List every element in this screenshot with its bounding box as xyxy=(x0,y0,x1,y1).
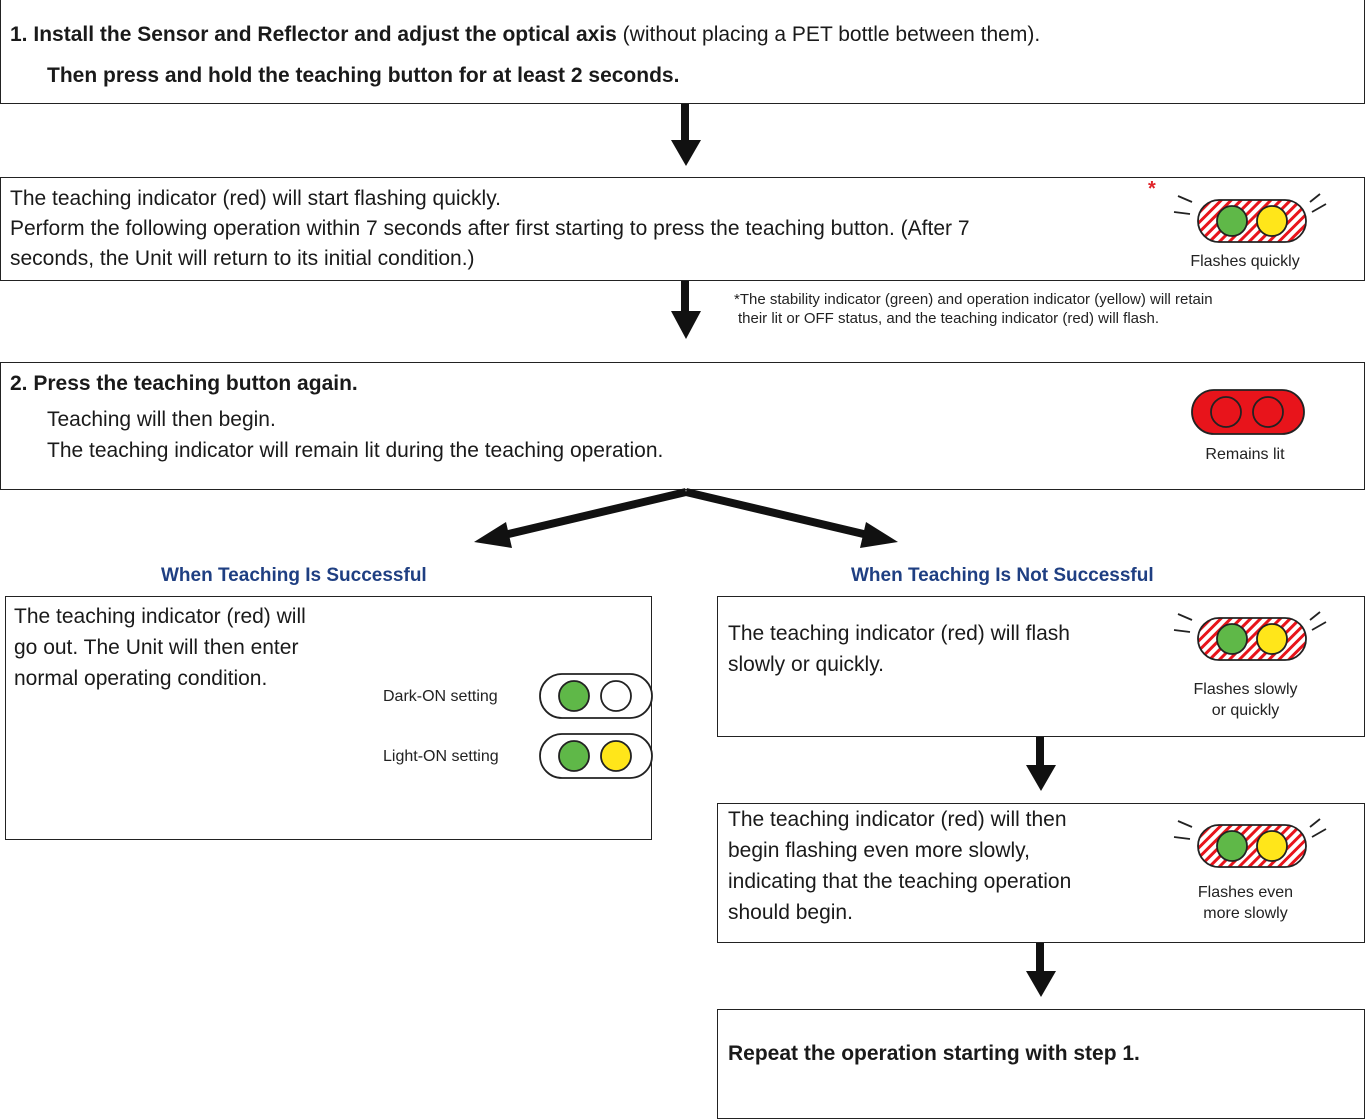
flash-quickly-caption: Flashes quickly xyxy=(1190,253,1300,270)
branch-right-shaft xyxy=(685,488,873,540)
slow-flash-line3: indicating that the teaching operation xyxy=(728,870,1072,893)
flash-box xyxy=(0,177,1365,281)
down-arrow-4 xyxy=(1026,943,1056,997)
down-arrow-2 xyxy=(671,281,701,339)
failure-heading: When Teaching Is Not Successful xyxy=(851,565,1154,586)
step2-number: 2. xyxy=(10,372,28,395)
repeat-box xyxy=(717,1009,1365,1119)
green-stability-indicator xyxy=(1216,205,1248,237)
flash-ray-left-upper xyxy=(1177,195,1193,203)
red-teaching-indicator-hatched xyxy=(1197,824,1307,868)
remains-lit-caption: Remains lit xyxy=(1205,446,1285,463)
green-stability-indicator xyxy=(558,680,590,712)
slow-flash-line4: should begin. xyxy=(728,901,853,924)
flash-line1: The teaching indicator (red) will start … xyxy=(10,187,501,210)
step1-bold-text: Install the Sensor and Reflector and adj… xyxy=(33,23,617,46)
red-lit-circle-left xyxy=(1210,396,1242,428)
down-arrow-3 xyxy=(1026,737,1056,791)
flash-ray-left-upper xyxy=(1177,820,1193,828)
red-lit-circle-right xyxy=(1252,396,1284,428)
flash-ray-right-upper xyxy=(1309,611,1321,621)
success-line2: go out. The Unit will then enter xyxy=(14,636,299,659)
yellow-operation-indicator xyxy=(1256,830,1288,862)
slow-flash-caption-line2: more slowly xyxy=(1203,905,1288,922)
failure-line1: The teaching indicator (red) will flash xyxy=(728,622,1070,645)
footnote-line1: *The stability indicator (green) and ope… xyxy=(734,291,1213,308)
step1-normal-text: (without placing a PET bottle between th… xyxy=(616,23,1041,46)
green-stability-indicator xyxy=(1216,623,1248,655)
red-teaching-indicator-hatched xyxy=(1197,199,1307,243)
step2-line3: The teaching indicator will remain lit d… xyxy=(47,439,664,462)
branch-left-head xyxy=(474,522,512,548)
down-arrow-1 xyxy=(671,104,701,166)
flash-line2: Perform the following operation within 7… xyxy=(10,217,970,240)
asterisk-mark: * xyxy=(1148,178,1156,200)
flash-ray-right-lower xyxy=(1311,203,1327,213)
indicator-housing xyxy=(539,673,653,719)
success-line1: The teaching indicator (red) will xyxy=(14,605,306,628)
success-heading: When Teaching Is Successful xyxy=(161,565,427,586)
indicator-remains-lit xyxy=(1191,389,1305,435)
flash-ray-right-lower xyxy=(1311,621,1327,631)
light-on-label: Light-ON setting xyxy=(383,748,499,765)
step1-line1: 1. Install the Sensor and Reflector and … xyxy=(10,18,1040,52)
footnote-line2: their lit or OFF status, and the teachin… xyxy=(738,310,1160,327)
step1-number: 1. xyxy=(10,23,28,46)
failure-line2: slowly or quickly. xyxy=(728,653,884,676)
indicator-dark-on xyxy=(539,673,653,719)
yellow-operation-indicator xyxy=(1256,623,1288,655)
green-stability-indicator xyxy=(558,740,590,772)
yellow-operation-indicator xyxy=(1256,205,1288,237)
success-box xyxy=(5,596,652,840)
indicator-light-on xyxy=(539,733,653,779)
indicator-flashing-even-more-slowly xyxy=(1173,818,1327,868)
dark-on-label: Dark-ON setting xyxy=(383,688,498,705)
indicator-flashing-quickly xyxy=(1173,193,1327,243)
failure-caption-line2: or quickly xyxy=(1211,702,1280,719)
slow-flash-caption-line1: Flashes even xyxy=(1197,884,1294,901)
red-teaching-indicator-lit xyxy=(1191,389,1305,435)
success-line3: normal operating condition. xyxy=(14,667,268,690)
yellow-operation-indicator xyxy=(600,740,632,772)
repeat-text: Repeat the operation starting with step … xyxy=(728,1042,1140,1065)
branch-arrows xyxy=(474,488,898,548)
step2-box xyxy=(0,362,1365,490)
flash-line3: seconds, the Unit will return to its ini… xyxy=(10,247,475,270)
step2-line2: Teaching will then begin. xyxy=(47,408,276,431)
flash-ray-left-upper xyxy=(1177,613,1193,621)
operation-indicator-off xyxy=(600,680,632,712)
failure-caption-line1: Flashes slowly xyxy=(1193,681,1298,698)
indicator-flashing-slowly-or-quickly xyxy=(1173,611,1327,661)
step1-line2: Then press and hold the teaching button … xyxy=(47,64,680,87)
slow-flash-line2: begin flashing even more slowly, xyxy=(728,839,1030,862)
step2-title: Press the teaching button again. xyxy=(33,372,358,395)
flash-ray-left-lower xyxy=(1173,211,1191,215)
flash-ray-right-lower xyxy=(1311,828,1327,838)
branch-left-shaft xyxy=(499,488,687,540)
flash-ray-left-lower xyxy=(1173,836,1191,840)
slow-flash-line1: The teaching indicator (red) will then xyxy=(728,808,1067,831)
flash-ray-left-lower xyxy=(1173,629,1191,633)
green-stability-indicator xyxy=(1216,830,1248,862)
step2-title-line: 2. Press the teaching button again. xyxy=(10,367,358,401)
indicator-housing xyxy=(539,733,653,779)
flash-ray-right-upper xyxy=(1309,818,1321,828)
flash-ray-right-upper xyxy=(1309,193,1321,203)
red-teaching-indicator-hatched xyxy=(1197,617,1307,661)
step1-box xyxy=(0,0,1365,104)
branch-right-head xyxy=(860,522,898,548)
